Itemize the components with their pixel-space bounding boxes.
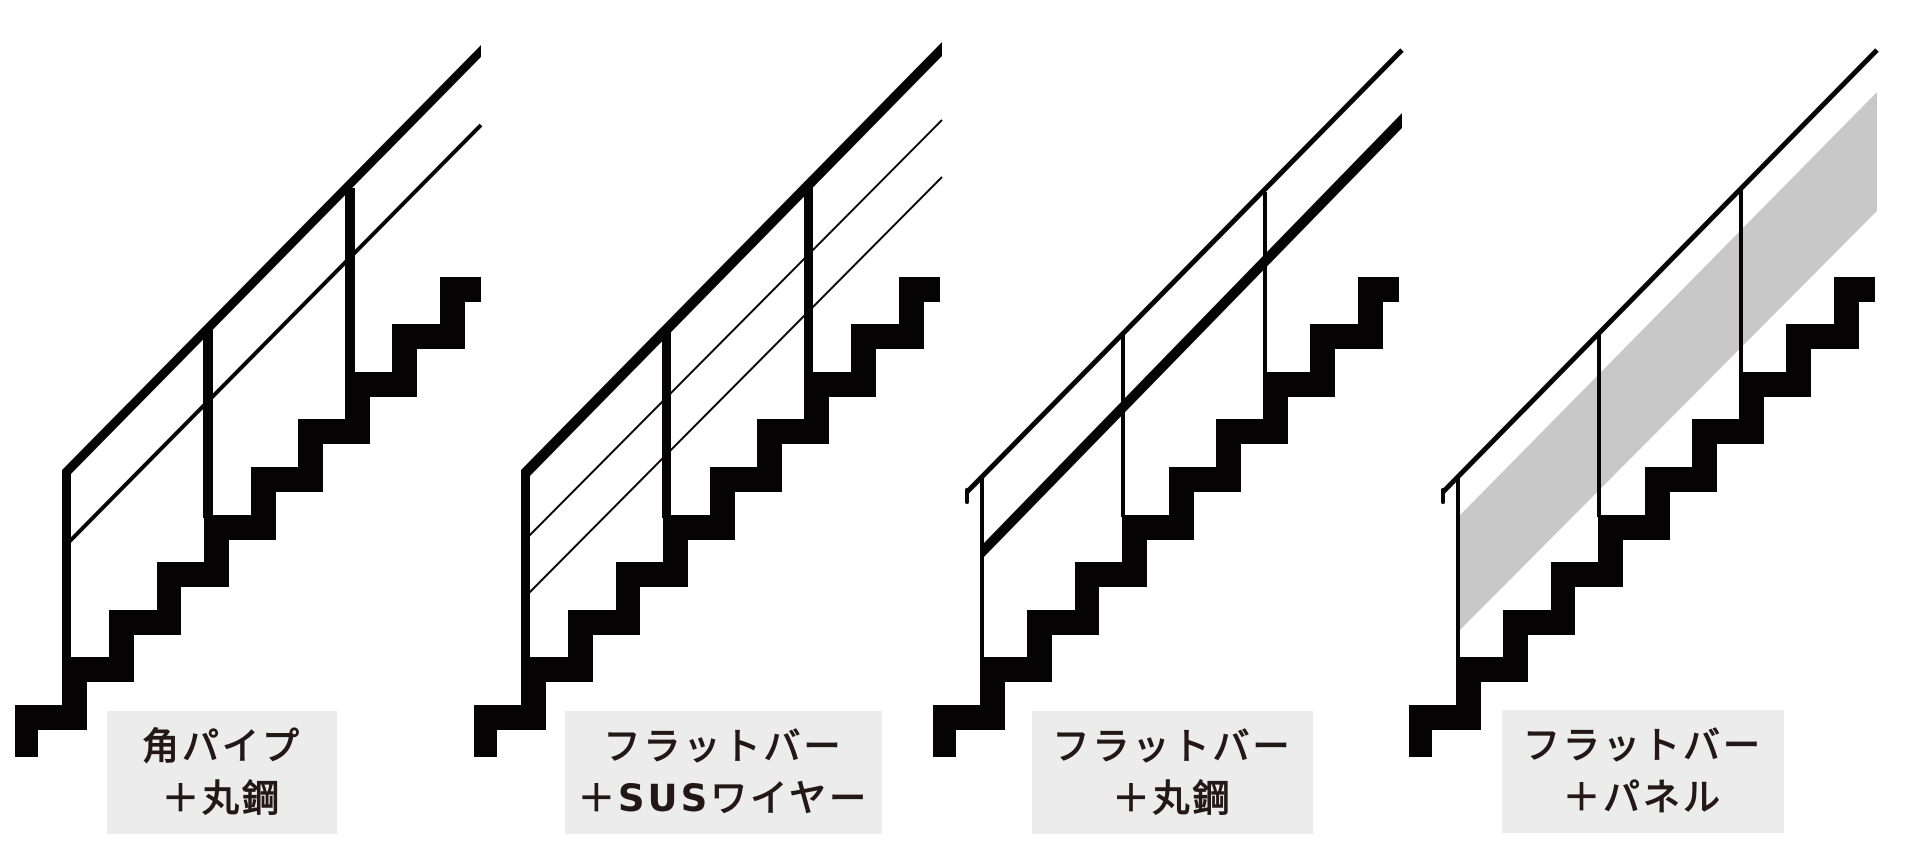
- label-line-1: フラットバー: [1523, 723, 1763, 767]
- panel-2-drawing: [474, 42, 943, 757]
- posts: [62, 188, 355, 660]
- handrail-square-pipe: [62, 45, 481, 475]
- stair-stringer: [15, 277, 481, 757]
- posts: [980, 192, 1267, 660]
- label-square-pipe-round-steel: 角パイプ ＋丸鋼: [107, 711, 337, 834]
- panel-4-drawing: [1409, 48, 1879, 757]
- handrail-flat-bar: [1441, 48, 1879, 504]
- stair-stringer: [474, 277, 940, 757]
- label-line-2: ＋丸鋼: [162, 776, 282, 820]
- posts: [1456, 188, 1743, 660]
- label-line-1: 角パイプ: [142, 724, 302, 768]
- label-line-2: ＋丸鋼: [1112, 776, 1233, 820]
- label-flat-bar-round-steel: フラットバー ＋丸鋼: [1032, 711, 1313, 834]
- label-flat-bar-panel: フラットバー ＋パネル: [1502, 710, 1784, 833]
- handrail-flat-bar: [965, 48, 1404, 504]
- label-line-1: フラットバー: [603, 724, 844, 768]
- label-line-2: ＋パネル: [1563, 775, 1723, 819]
- infill-panel: [1460, 92, 1877, 630]
- stair-stringer: [933, 277, 1399, 757]
- posts: [521, 188, 813, 660]
- handrail-flat-bar: [521, 42, 942, 477]
- panel-1-drawing: [15, 45, 483, 757]
- sus-wires: [524, 119, 943, 598]
- label-flat-bar-sus-wire: フラットバー ＋SUSワイヤー: [565, 711, 882, 834]
- label-line-1: フラットバー: [1052, 724, 1293, 768]
- panel-3-drawing: [933, 48, 1404, 757]
- round-steel-rail: [982, 113, 1402, 559]
- round-steel-rail: [64, 123, 483, 547]
- label-line-2: ＋SUSワイヤー: [577, 776, 870, 820]
